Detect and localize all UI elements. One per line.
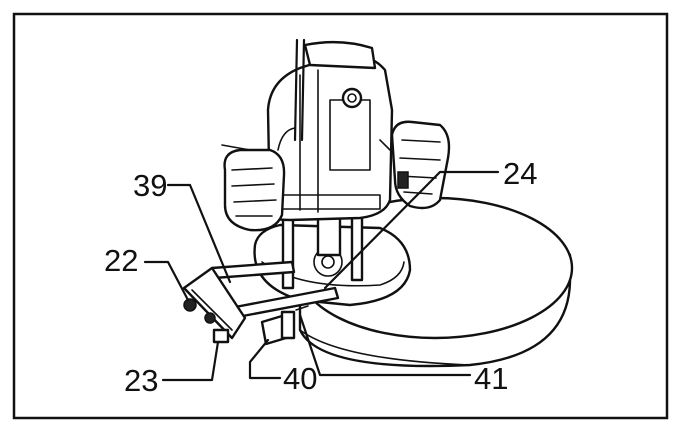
leader-41 <box>298 313 472 377</box>
leader-22 <box>143 260 190 302</box>
router-motor-housing <box>266 40 394 222</box>
right-hand <box>390 120 451 210</box>
left-hand <box>221 144 286 232</box>
callout-39: 39 <box>133 168 167 203</box>
callout-leaders <box>143 170 500 382</box>
callout-23: 23 <box>124 363 158 398</box>
callout-40: 40 <box>283 361 317 396</box>
leader-39 <box>166 183 232 284</box>
edge-guide-bracket <box>182 266 247 344</box>
callout-41: 41 <box>474 361 508 396</box>
figure-frame <box>12 12 669 420</box>
leader-23 <box>161 340 220 382</box>
leader-24 <box>323 170 500 290</box>
adjusting-screw <box>260 305 309 346</box>
plunge-columns <box>281 203 364 290</box>
leader-40 <box>248 338 282 380</box>
callout-24: 24 <box>503 156 537 191</box>
power-cord <box>293 38 306 142</box>
callout-22: 22 <box>104 243 138 278</box>
